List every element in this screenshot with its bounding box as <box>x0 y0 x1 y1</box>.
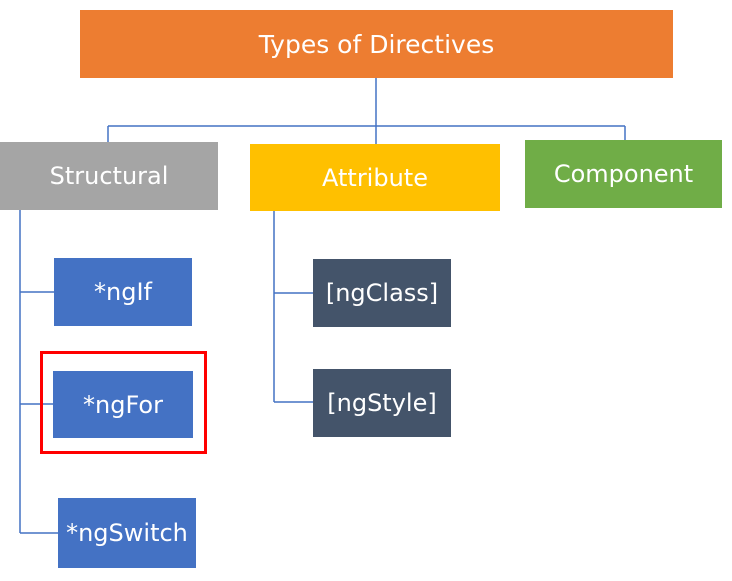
category-structural: Structural <box>0 142 218 210</box>
directive-ngclass: [ngClass] <box>313 259 451 327</box>
category-attribute: Attribute <box>250 144 500 211</box>
ngstyle-label: [ngStyle] <box>327 389 437 417</box>
ngswitch-label: *ngSwitch <box>66 519 188 547</box>
structural-label: Structural <box>49 162 169 190</box>
category-component: Component <box>525 140 722 208</box>
attribute-label: Attribute <box>322 163 428 192</box>
directive-ngstyle: [ngStyle] <box>313 369 451 437</box>
root-label: Types of Directives <box>258 29 495 59</box>
directive-ngfor: *ngFor <box>53 371 193 438</box>
ngif-label: *ngIf <box>94 278 152 306</box>
directive-ngif: *ngIf <box>54 258 192 326</box>
ngclass-label: [ngClass] <box>325 279 439 307</box>
ngfor-label: *ngFor <box>83 390 163 419</box>
directive-ngswitch: *ngSwitch <box>58 498 196 568</box>
component-label: Component <box>553 160 694 188</box>
root-node: Types of Directives <box>80 10 673 78</box>
